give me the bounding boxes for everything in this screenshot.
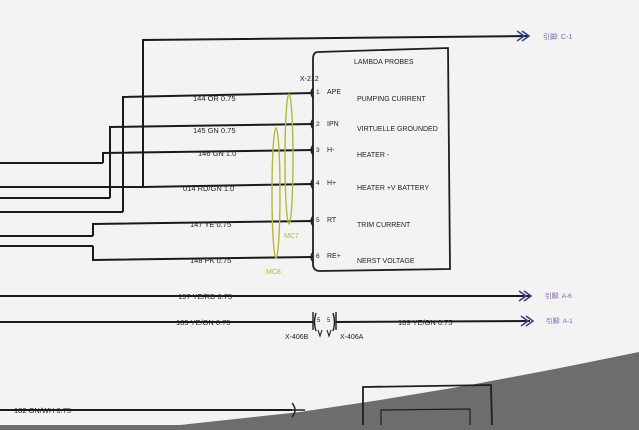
pin-function-6: NERST VOLTAGE: [357, 258, 415, 265]
connector-x406b-pin: 5: [317, 318, 321, 324]
pin-function-3: HEATER -: [357, 152, 390, 159]
mc8-oval: [271, 127, 281, 259]
wire-185-189-group: 185 YE/GN 0.75 5 5 X-406B X-406A 189 YE/…: [0, 312, 573, 341]
connector-x406a-pin: 5: [327, 318, 331, 324]
pin-code-6: RE+: [327, 253, 341, 260]
connector-x406: 5 5 X-406B X-406A: [285, 312, 364, 341]
pin-code-4: H+: [327, 180, 336, 187]
wire-label-146: 146 GN 1.0: [198, 149, 236, 158]
pin-num-1: 1: [316, 89, 320, 96]
wire-label-182: 182 GN/WH 0.75: [14, 406, 71, 415]
connector-x212-label: X-212: [300, 76, 319, 83]
pin-code-1: APE: [327, 89, 341, 96]
wire-197-group: 197 YE/RD 0.75 引脚: A-6: [0, 290, 572, 302]
mc7-label: MC7: [284, 233, 299, 240]
wire-148: [92, 246, 314, 262]
ref-a6-text: 引脚: A-6: [545, 291, 572, 300]
left-feed-lines: [0, 162, 143, 247]
lambda-probes-module: LAMBDA PROBES 1 APE PUMPING CURRENT 2 IP…: [312, 47, 451, 272]
pin-function-4: HEATER +V BATTERY: [357, 185, 429, 192]
connector-bottom: [291, 402, 305, 418]
mc-markers: MC7 MC8: [266, 93, 299, 276]
ref-c1-text: 引脚: C-1: [543, 32, 572, 41]
bottom-module-box: [362, 384, 493, 426]
wire-label-147: 147 YE 0.75: [190, 220, 231, 229]
wire-label-144: 144 OR 0.75: [193, 94, 236, 103]
pin-function-1: PUMPING CURRENT: [357, 96, 427, 103]
pin-num-5: 5: [316, 217, 320, 224]
double-arrow-icon: [516, 30, 531, 42]
ref-a1-text: 引脚: A-1: [546, 316, 573, 325]
wire-label-197: 197 YE/RD 0.75: [178, 292, 232, 301]
wire-label-145: 145 GN 0.75: [193, 126, 236, 135]
module-title: LAMBDA PROBES: [354, 59, 414, 66]
wire-label-185: 185 YE/GN 0.75: [176, 318, 230, 327]
module-box: [312, 47, 451, 272]
pin-num-4: 4: [316, 180, 320, 187]
double-arrow-icon: [518, 290, 533, 302]
wire-top-path: [142, 35, 529, 187]
pin-num-6: 6: [316, 253, 320, 260]
connector-x406-bracket: [312, 312, 337, 332]
pin-code-2: IPN: [327, 121, 339, 128]
connector-x406a-label: X-406A: [340, 334, 364, 341]
double-arrow-icon: [520, 315, 535, 327]
pin-num-3: 3: [316, 147, 320, 154]
connector-x406-pins: [317, 329, 332, 338]
wire-189: [335, 320, 531, 323]
pin-function-5: TRIM CURRENT: [357, 222, 411, 229]
pin-function-2: VIRTUELLE GROUNDED: [357, 126, 438, 133]
wire-146: [102, 149, 314, 163]
wire-label-014: 014 RD/GN 1.0: [183, 184, 234, 193]
wire-label-148: 148 PK 0.75: [190, 256, 231, 265]
pin-num-2: 2: [316, 121, 320, 128]
mc7-oval: [284, 93, 294, 225]
wire-label-189: 189 YE/GN 0.75: [398, 318, 452, 327]
wire-labels: 144 OR 0.75 145 GN 0.75 146 GN 1.0 014 R…: [183, 94, 236, 265]
pin-code-3: H-: [327, 147, 335, 154]
mc8-label: MC8: [266, 269, 281, 276]
wire-to-c1: 引脚: C-1: [142, 30, 572, 187]
pin-code-5: RT: [327, 217, 337, 224]
bottom-section: 182 GN/WH 0.75: [0, 384, 493, 426]
bottom-module-inner: [380, 408, 471, 425]
connector-x406b-label: X-406B: [285, 334, 309, 341]
wire-145: [109, 123, 314, 198]
wire-144: [122, 92, 314, 212]
wire-147: [92, 220, 314, 236]
